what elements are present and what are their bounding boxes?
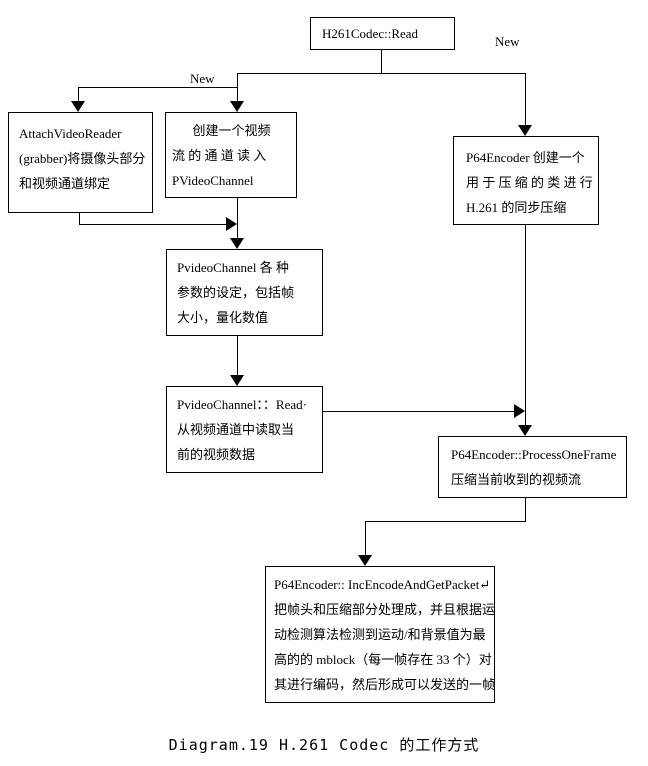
node-text-line: P64Encoder 创建一个	[466, 150, 585, 165]
node-text-line: 创建一个视频	[192, 123, 271, 138]
edge-label-new-left: New	[190, 71, 215, 86]
node-text-line: 把帧头和压缩部分处理成，并且根据运	[274, 602, 496, 617]
connector-to-attach	[78, 87, 79, 101]
diagram-caption: Diagram.19 H.261 Codec 的工作方式	[168, 736, 480, 754]
connector-attach-join	[79, 224, 226, 225]
node-text-line: P64Encoder:: IncEncodeAndGetPacket↵	[274, 577, 491, 592]
connector-process-elbow	[365, 521, 526, 522]
node-text-line: H261Codec::Read	[322, 26, 419, 41]
arrowhead-right-icon	[514, 404, 525, 418]
node-text-line: 参数的设定，包括帧	[177, 285, 295, 300]
edge-label-new-right: New	[495, 34, 520, 49]
connector-process-stem	[525, 498, 526, 521]
connector-attach-stem	[79, 213, 80, 225]
arrowhead-down-icon	[518, 425, 532, 436]
flow-node-create-video-channel: 创建一个视频流 的 通 道 读 入 PVideoChannel	[165, 112, 297, 198]
node-text-line: 流 的 通 道 读 入	[172, 148, 267, 163]
node-text-line: P64Encoder::ProcessOneFrame	[451, 447, 617, 462]
connector-to-incencode	[365, 521, 366, 555]
node-text-line: 高的的 mblock（每一帧存在 33 个）对	[274, 652, 492, 667]
arrowhead-down-icon	[230, 238, 244, 249]
connector-top-branch	[237, 73, 526, 74]
node-text-line: PvideoChannel：：Read·	[177, 397, 307, 412]
arrowhead-down-icon	[518, 125, 532, 136]
arrowhead-down-icon	[230, 101, 244, 112]
connector-left-drop	[237, 73, 238, 87]
node-text-line: 前的视频数据	[177, 447, 256, 462]
flow-node-pvideochannel-params: PvideoChannel 各 种参数的设定，包括帧大小，量化数值	[166, 249, 323, 336]
node-text-line: 动检测算法检测到运动/和背景值为最	[274, 627, 486, 642]
flow-node-inc-encode-get-packet: P64Encoder:: IncEncodeAndGetPacket↵把帧头和压…	[265, 566, 495, 703]
connector-to-create-channel	[237, 87, 238, 101]
flow-node-p64encoder-create: P64Encoder 创建一个用 于 压 缩 的 类 进 行 H.261 的同步压…	[453, 136, 599, 225]
connector-to-p64encoder	[525, 73, 526, 125]
arrowhead-down-icon	[358, 555, 372, 566]
node-text-line: 从视频通道中读取当	[177, 422, 295, 437]
node-text-line: H.261 的同步压缩	[466, 200, 567, 215]
connector-to-params	[237, 198, 238, 238]
node-text-line: AttachVideoReader	[19, 126, 122, 141]
connector-to-read	[237, 336, 238, 375]
flow-node-attach-video-reader: AttachVideoReader (grabber)将摄像头部分和视频通道绑定	[8, 112, 153, 213]
node-text-line: (grabber)将摄像头部分	[19, 151, 146, 166]
node-text-line: 其进行编码，然后形成可以发送的一帧	[274, 677, 496, 692]
connector-to-process	[525, 225, 526, 425]
node-text-line: PvideoChannel 各 种	[177, 260, 289, 275]
arrowhead-down-icon	[230, 375, 244, 386]
node-text-line: 大小，量化数值	[177, 310, 269, 325]
flow-node-pvideochannel-read: PvideoChannel：：Read· 从视频通道中读取当前的视频数据	[166, 386, 323, 473]
connector-read-to-trunk	[323, 411, 514, 412]
connector-read-stem	[381, 50, 382, 73]
connector-left-branch	[78, 87, 238, 88]
flow-node-h261codec-read: H261Codec::Read	[310, 17, 455, 50]
node-text-line: 用 于 压 缩 的 类 进 行	[466, 175, 593, 190]
arrowhead-right-icon	[226, 217, 237, 231]
node-text-line: 和视频通道绑定	[19, 176, 111, 191]
node-text-line: PVideoChannel	[172, 173, 254, 188]
node-text-line: 压缩当前收到的视频流	[451, 472, 582, 487]
arrowhead-down-icon	[71, 101, 85, 112]
